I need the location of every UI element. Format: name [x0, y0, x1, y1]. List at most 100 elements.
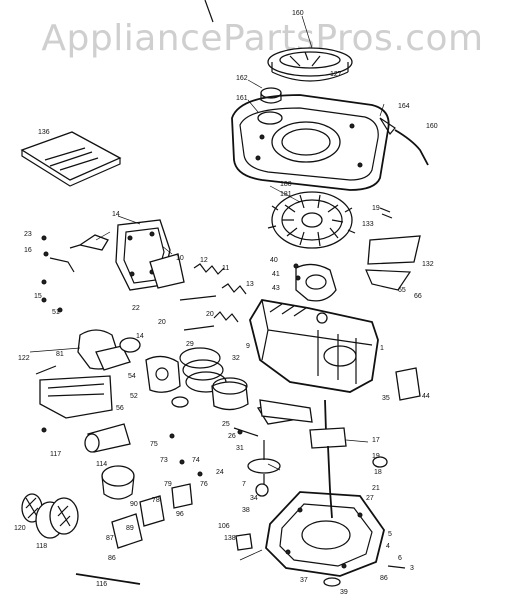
callout-65: 65 [398, 287, 406, 294]
callout-161: 161 [236, 95, 248, 102]
callout-16: 16 [24, 247, 32, 254]
gasket-a [111, 513, 143, 549]
callout-38: 38 [242, 507, 250, 514]
drain-plug [235, 533, 253, 551]
flywheel [267, 191, 356, 249]
bearing-right [372, 456, 388, 468]
callout-75: 75 [150, 441, 158, 448]
callout-41: 41 [272, 271, 280, 278]
callout-15: 15 [34, 293, 42, 300]
callout-96: 96 [176, 511, 184, 518]
callout-35: 35 [382, 395, 390, 402]
callout-127: 127 [330, 71, 342, 78]
callout-133: 133 [362, 221, 374, 228]
callout-51: 51 [52, 309, 60, 316]
callout-116: 116 [96, 581, 107, 588]
callout-52: 52 [130, 393, 138, 400]
callout-9: 9 [246, 343, 250, 350]
shroud-bracket [365, 235, 421, 291]
callout-23: 23 [24, 231, 32, 238]
callout-22: 22 [132, 305, 140, 312]
linkage-rod [75, 573, 141, 585]
edge-line [204, 0, 214, 23]
callout-132: 132 [422, 261, 434, 268]
callout-114: 114 [96, 461, 107, 468]
ignition-module [293, 263, 337, 302]
gasket-c [171, 483, 193, 509]
callout-162: 162 [236, 75, 248, 82]
piston [211, 377, 249, 411]
callout-26: 26 [228, 433, 236, 440]
callout-138: 138 [224, 535, 236, 542]
callout-5: 5 [388, 531, 392, 538]
callout-43: 43 [272, 285, 280, 292]
screws-right [379, 207, 393, 219]
seal [316, 312, 328, 324]
clip [379, 117, 396, 136]
callout-56: 56 [116, 405, 124, 412]
clip-ring [171, 396, 189, 408]
callout-44: 44 [422, 393, 430, 400]
callout-6: 6 [398, 555, 402, 562]
wire-links [35, 257, 75, 375]
callout-117: 117 [50, 451, 61, 458]
callout-19b: 19 [372, 453, 380, 460]
callout-31: 31 [236, 445, 244, 452]
callout-32: 32 [232, 355, 240, 362]
callout-labels: 160 127 162 161 136 164 160 180 181 23 1… [14, 10, 438, 596]
callout-14: 14 [112, 211, 120, 218]
oil-seal [323, 577, 341, 587]
callout-160b: 160 [426, 123, 438, 130]
label-plate [395, 367, 421, 401]
callout-87: 87 [106, 535, 114, 542]
callout-164: 164 [398, 103, 410, 110]
camshaft [247, 440, 281, 497]
rope-guide-ring [267, 47, 353, 82]
head-gasket [149, 253, 185, 289]
air-cleaner-cup [101, 465, 135, 500]
callout-17: 17 [372, 437, 380, 444]
callout-3: 3 [410, 565, 414, 572]
callout-79: 79 [164, 481, 172, 488]
callout-24: 24 [216, 469, 224, 476]
crankcase-cover [265, 491, 385, 577]
callout-40: 40 [270, 257, 278, 264]
callout-21: 21 [372, 485, 380, 492]
callout-7: 7 [242, 481, 246, 488]
callout-120: 120 [14, 525, 26, 532]
callout-74: 74 [192, 457, 200, 464]
owners-manual [20, 131, 122, 187]
callout-90: 90 [130, 501, 138, 508]
callout-73: 73 [160, 457, 168, 464]
callout-27: 27 [366, 495, 374, 502]
breather-tube [394, 129, 429, 166]
crankshaft [309, 399, 347, 519]
callout-11: 11 [222, 265, 229, 272]
callout-39: 39 [340, 589, 348, 596]
valve-springs [179, 263, 247, 331]
muffler [39, 375, 113, 419]
callout-106: 106 [218, 523, 230, 530]
intake-tube [84, 423, 131, 453]
callout-37: 37 [300, 577, 308, 584]
blower-housing [231, 94, 390, 191]
callout-12: 12 [200, 257, 208, 264]
fasteners-left [41, 235, 243, 477]
callout-19: 19 [372, 205, 380, 212]
callout-29: 29 [186, 341, 194, 348]
callout-25: 25 [222, 421, 230, 428]
callout-4: 4 [386, 543, 390, 550]
carburetor [77, 329, 181, 393]
callout-20: 20 [206, 311, 214, 318]
callout-13: 13 [246, 281, 254, 288]
callout-76: 76 [200, 481, 208, 488]
callout-160: 160 [292, 10, 304, 17]
callout-122: 122 [18, 355, 30, 362]
callout-18: 18 [374, 469, 382, 476]
callout-34: 34 [250, 495, 258, 502]
callout-86: 86 [108, 555, 116, 562]
gasket-b [139, 495, 165, 527]
callout-118: 118 [36, 543, 47, 550]
callout-86b: 86 [380, 575, 388, 582]
